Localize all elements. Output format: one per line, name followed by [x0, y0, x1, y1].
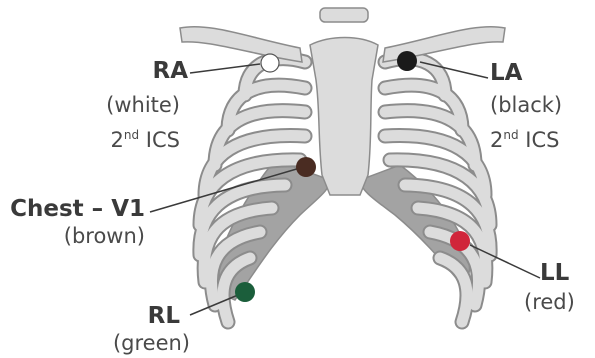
rib-cage-illustration — [180, 8, 505, 322]
ra-label: RA — [138, 60, 188, 83]
ra-color-label: (white) — [80, 95, 180, 116]
electrode-rl — [235, 282, 255, 302]
rl-color-label: (green) — [80, 333, 190, 354]
ll-label: LL — [540, 262, 569, 285]
rl-label: RL — [120, 305, 180, 328]
ra-position-label: 2nd ICS — [80, 130, 180, 151]
sternum — [310, 38, 378, 196]
vertebra-top — [320, 8, 368, 22]
ll-color-label: (red) — [524, 292, 575, 313]
v1-label: Chest – V1 — [5, 198, 145, 221]
v1-color-label: (brown) — [5, 226, 145, 247]
clavicle-left — [180, 27, 302, 62]
electrode-ra — [261, 54, 279, 72]
electrode-ll — [450, 231, 470, 251]
la-position-label: 2nd ICS — [490, 130, 559, 151]
la-label: LA — [490, 62, 522, 85]
electrode-v1 — [296, 157, 316, 177]
la-color-label: (black) — [490, 95, 562, 116]
electrode-la — [397, 51, 417, 71]
